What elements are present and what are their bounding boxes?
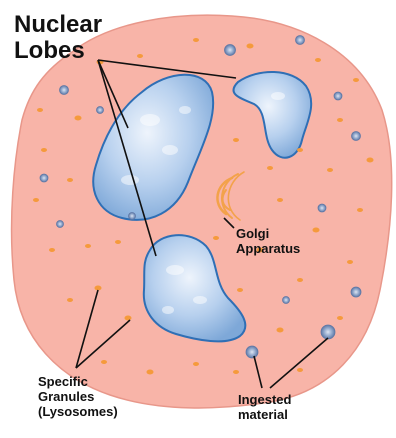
label-ingested-material: Ingested material	[238, 392, 291, 422]
label-nuclear-lobes: Nuclear Lobes	[14, 12, 102, 64]
label-golgi-apparatus: Golgi Apparatus	[236, 226, 300, 256]
label-specific-granules: Specific Granules (Lysosomes)	[38, 374, 118, 419]
